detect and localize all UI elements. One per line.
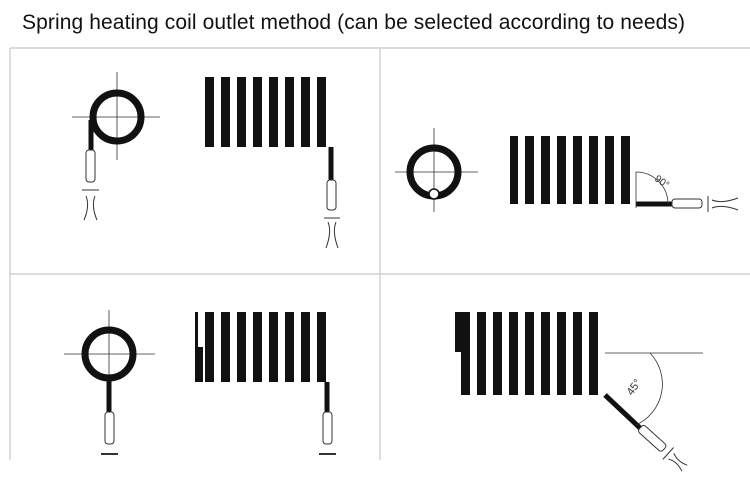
- angle-label: 45°: [625, 377, 644, 398]
- angle-label: 90°: [652, 173, 671, 191]
- coil-cross-section: [395, 128, 478, 212]
- coil-side-view: 45°: [455, 312, 703, 472]
- coil-side-view: [195, 312, 336, 455]
- terminal-lead: [82, 149, 99, 221]
- coil-side-view: [205, 77, 340, 249]
- panel-bottom-right: 45°: [455, 312, 703, 472]
- panel-top-right: 90°: [395, 128, 739, 212]
- panel-bottom-left: [64, 310, 336, 455]
- coil-cross-section: [64, 310, 155, 455]
- panel-top-left: [72, 72, 340, 249]
- coil-side-view: 90°: [510, 136, 739, 212]
- page-title: Spring heating coil outlet method (can b…: [22, 11, 686, 34]
- coil-cross-section: [72, 72, 160, 160]
- panel-grid: [9, 47, 750, 460]
